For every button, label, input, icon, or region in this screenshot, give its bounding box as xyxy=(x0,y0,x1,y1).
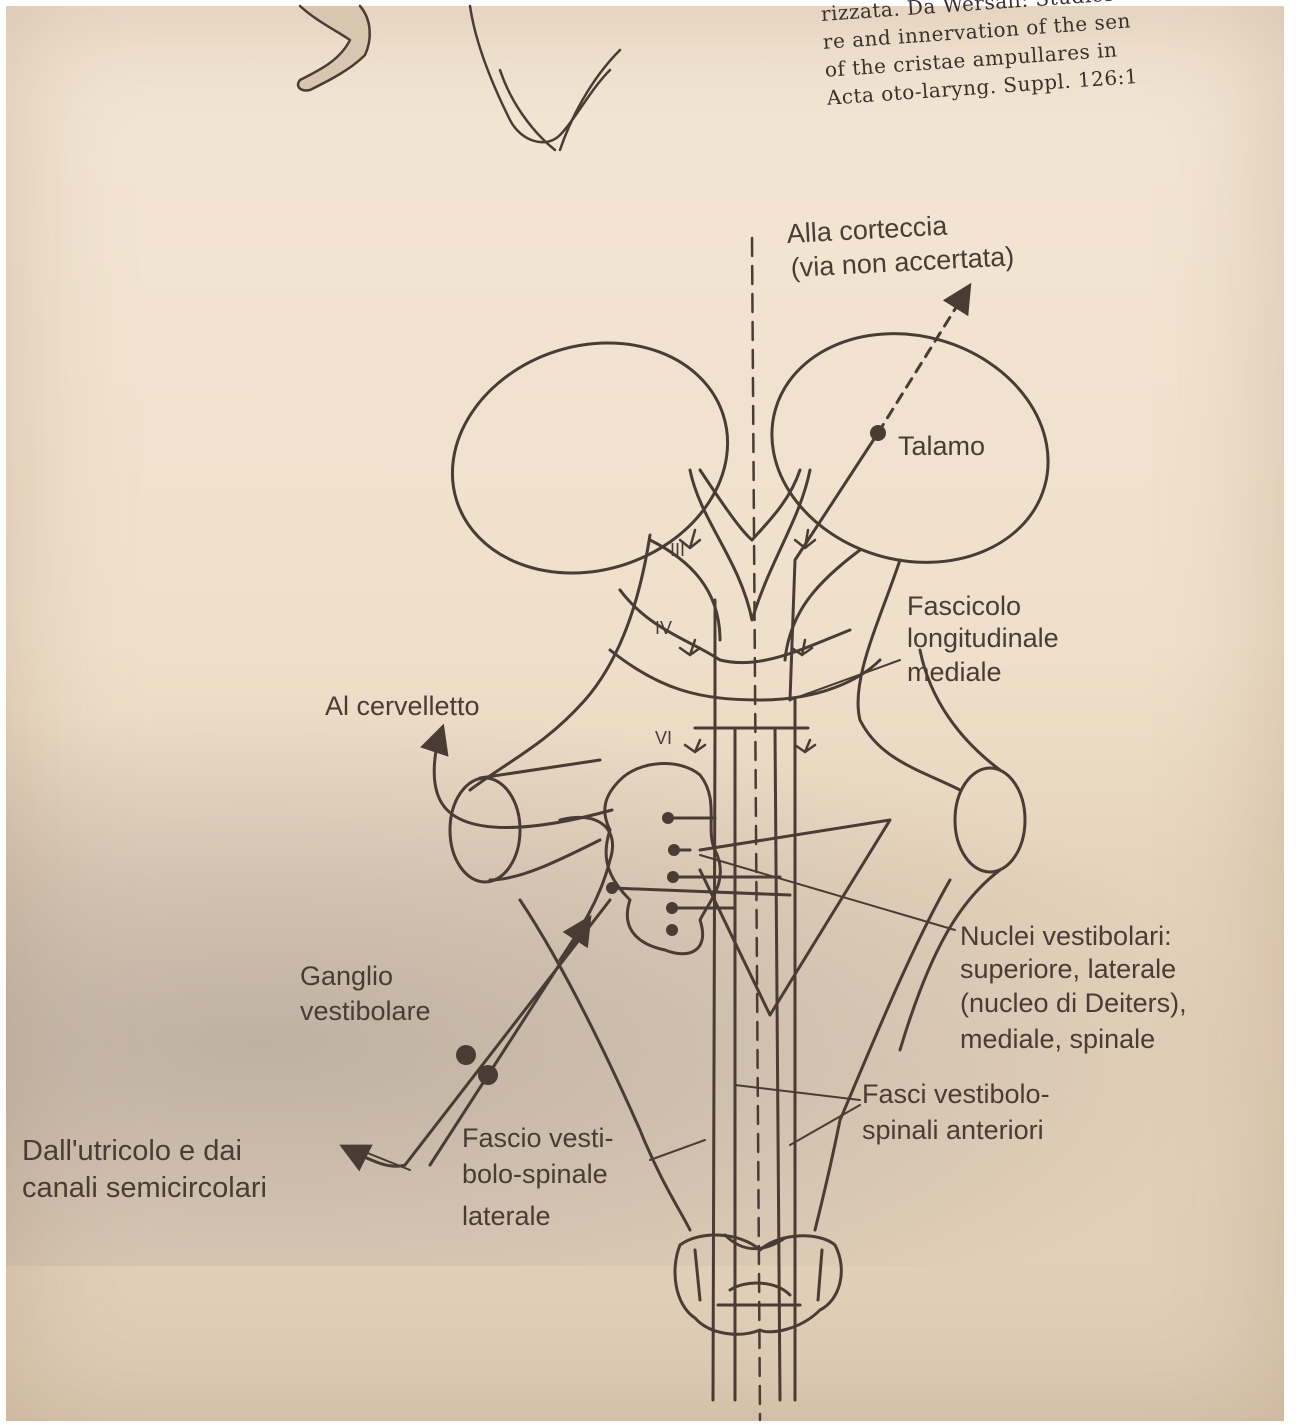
label-thalamus: Talamo xyxy=(898,430,985,462)
lateral-tract-path xyxy=(612,888,790,895)
label-source-1: Dall'utricolo e dai xyxy=(22,1135,242,1167)
label-lateral-3: laterale xyxy=(462,1200,551,1232)
label-nuclei-4: mediale, spinale xyxy=(960,1023,1155,1055)
midline xyxy=(752,238,760,1420)
label-anterior-2: spinali anteriori xyxy=(862,1114,1044,1146)
inferior-nucleus-dot xyxy=(666,924,678,936)
left-thalamus-outline xyxy=(422,308,758,608)
label-nerve-iv: IV xyxy=(655,618,672,639)
pons-outline xyxy=(610,590,880,700)
label-mlf-3: mediale xyxy=(907,656,1002,688)
top-illustration-fragment xyxy=(298,6,620,150)
mlf-left-tract xyxy=(713,600,715,1400)
label-nerve-vi: VI xyxy=(655,728,672,749)
label-nuclei-2: superiore, laterale xyxy=(960,953,1176,985)
label-ganglion-1: Ganglio xyxy=(300,960,393,992)
label-ganglion-2: vestibolare xyxy=(300,995,431,1027)
label-nerve-iii: III xyxy=(670,540,685,561)
cerebellar-pathway xyxy=(434,735,612,828)
label-lateral-2: bolo-spinale xyxy=(462,1158,608,1190)
ganglion-dot-1 xyxy=(456,1045,476,1065)
label-lateral-1: Fascio vesti- xyxy=(462,1122,614,1154)
left-peduncle-stump xyxy=(450,778,520,882)
label-nuclei-1: Nuclei vestibolari: xyxy=(960,920,1172,952)
label-nuclei-3: (nucleo di Deiters), xyxy=(960,987,1187,1019)
label-mlf-2: longitudinale xyxy=(907,622,1059,654)
label-source-2: canali semicircolari xyxy=(22,1172,267,1204)
label-mlf-1: Fascicolo xyxy=(907,590,1021,622)
right-peduncle-stump xyxy=(955,768,1025,872)
label-cerebellum: Al cervelletto xyxy=(325,690,480,722)
label-anterior-1: Fasci vestibolo- xyxy=(862,1078,1050,1110)
thalamic-pathway xyxy=(878,293,965,433)
vestibular-nuclei-outline xyxy=(605,764,721,954)
